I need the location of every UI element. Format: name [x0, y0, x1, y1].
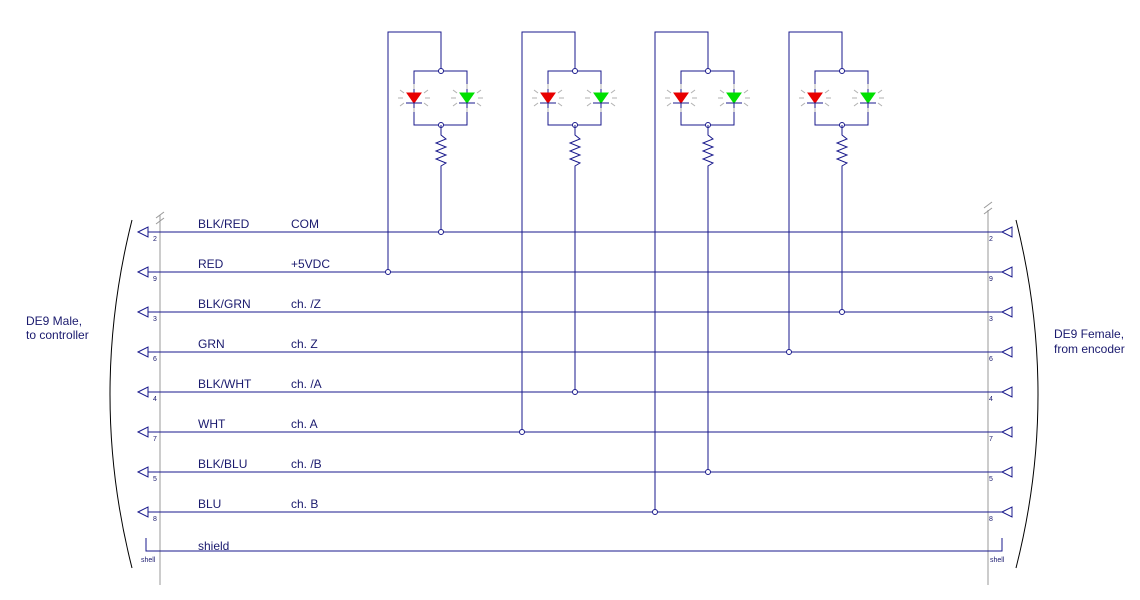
wire-signal-label: ch. B [291, 497, 318, 511]
left-terminal [136, 506, 149, 518]
left-backshell-break [155, 211, 165, 225]
right-terminal [1000, 506, 1013, 518]
wire-signal-label: ch. A [291, 417, 318, 431]
red-led-icon [532, 84, 564, 112]
green-led-icon [852, 84, 884, 112]
wire-color-label: BLK/BLU [198, 457, 247, 471]
right-terminal [1000, 386, 1013, 398]
led-pair-3 [652, 31, 750, 515]
wire-color-label: BLK/GRN [198, 297, 251, 311]
wire-signal-label: ch. /Z [291, 297, 321, 311]
shell-label-left: shell [141, 557, 156, 564]
left-connector-bracket [109, 219, 133, 569]
left-terminal [136, 346, 149, 358]
right-terminal [1000, 266, 1013, 278]
red-led-icon [665, 84, 697, 112]
wire-color-label: BLK/RED [198, 217, 250, 231]
green-led-icon [585, 84, 617, 112]
right-backshell-break [983, 201, 993, 215]
right-pin-number: 3 [989, 316, 993, 323]
left-terminal [136, 266, 149, 278]
wire-signal-label: ch. /A [291, 377, 322, 391]
right-terminal [1000, 466, 1013, 478]
red-led-icon [799, 84, 831, 112]
right-pin-number: 6 [989, 356, 993, 363]
left-terminal [136, 306, 149, 318]
left-terminal [136, 386, 149, 398]
left-pin-number: 8 [153, 516, 157, 523]
wire-signal-label: COM [291, 217, 319, 231]
green-led-icon [451, 84, 483, 112]
led-indicators [385, 31, 884, 515]
right-terminal [1000, 306, 1013, 318]
left-connector-label-line2: to controller [26, 328, 89, 342]
wire-signal-label: ch. /B [291, 457, 322, 471]
left-pin-number: 2 [153, 236, 157, 243]
green-led-icon [718, 84, 750, 112]
led-pair-4 [786, 31, 884, 355]
led-pair-2 [519, 31, 617, 435]
resistor-icon [835, 125, 849, 312]
wire-color-label: BLK/WHT [198, 377, 252, 391]
right-terminal [1000, 426, 1013, 438]
wire-label-shield: shield [198, 539, 229, 553]
shield-wire [145, 538, 1003, 552]
left-pin-number: 6 [153, 356, 157, 363]
wire-signal-label: +5VDC [291, 257, 330, 271]
right-pin-number: 8 [989, 516, 993, 523]
right-pin-number: 4 [989, 396, 993, 403]
right-pin-number: 5 [989, 476, 993, 483]
shell-label-right: shell [990, 557, 1005, 564]
wire-color-label: GRN [198, 337, 225, 351]
wire-color-label: RED [198, 257, 224, 271]
led-pair-1 [385, 31, 483, 275]
right-connector-bracket [1015, 219, 1039, 569]
right-connector-label-line1: DE9 Female, [1054, 327, 1124, 341]
right-pin-number: 9 [989, 276, 993, 283]
wire-color-label: BLU [198, 497, 221, 511]
right-connector-label-line2: from encoder [1054, 342, 1125, 356]
right-terminal [1000, 226, 1013, 238]
left-pin-number: 3 [153, 316, 157, 323]
right-terminal [1000, 346, 1013, 358]
left-pin-number: 9 [153, 276, 157, 283]
left-terminal [136, 466, 149, 478]
left-terminal [136, 226, 149, 238]
left-pin-number: 7 [153, 436, 157, 443]
left-connector-label-line1: DE9 Male, [26, 314, 82, 328]
resistor-icon [568, 125, 582, 392]
resistor-icon [701, 125, 715, 472]
right-pin-number: 2 [989, 236, 993, 243]
wire-signal-label: ch. Z [291, 337, 318, 351]
resistor-icon [434, 125, 448, 232]
left-terminal [136, 426, 149, 438]
left-pin-number: 5 [153, 476, 157, 483]
red-led-icon [398, 84, 430, 112]
right-pin-number: 7 [989, 436, 993, 443]
wire-color-label: WHT [198, 417, 226, 431]
left-pin-number: 4 [153, 396, 157, 403]
